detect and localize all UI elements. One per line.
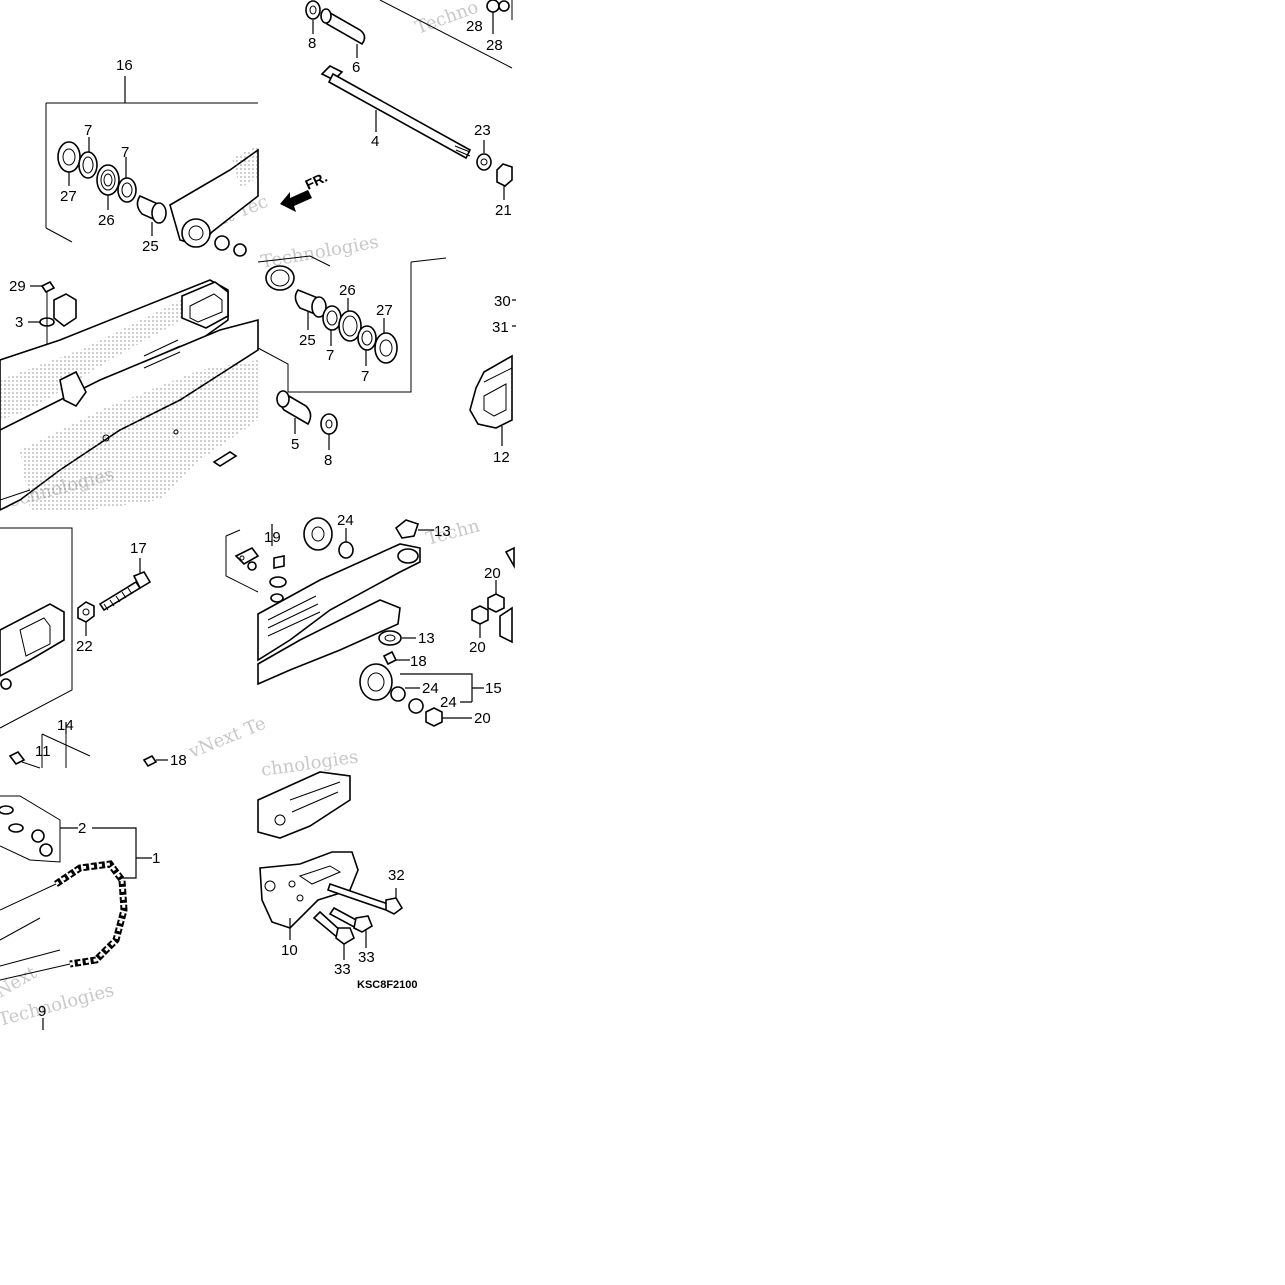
callout-8: 8: [324, 452, 332, 469]
front-direction-label: FR.: [303, 169, 330, 193]
callout-14: 14: [57, 717, 74, 734]
bolt-17: [98, 580, 142, 612]
thrust-washer-7b: [117, 177, 137, 203]
bolt-11: [8, 750, 26, 766]
callout-22: 22: [76, 638, 93, 655]
bolt-29: [40, 280, 56, 294]
nut-20b: [471, 605, 489, 625]
callout-20: 20: [484, 565, 501, 582]
chain-link-pin: [0, 805, 14, 815]
bolt-28: [486, 0, 500, 13]
washer-23: [476, 153, 492, 171]
nut-21: [496, 163, 513, 187]
callout-26: 26: [98, 212, 115, 229]
dust-seal-27b: [374, 332, 398, 364]
callout-12: 12: [493, 449, 510, 466]
panel-drive-chain: [0, 795, 152, 1030]
collar-13: [394, 519, 420, 539]
thrust-washer-7: [78, 151, 98, 179]
callout-1: 1: [152, 850, 160, 867]
callout-31: 31: [492, 319, 509, 336]
callout-19: 19: [264, 529, 281, 546]
callout-18: 18: [410, 653, 427, 670]
nut-20c: [425, 707, 443, 727]
callout-33: 33: [334, 961, 351, 978]
nut-20a: [487, 593, 505, 613]
callout-7: 7: [121, 144, 129, 161]
bearing-26b: [338, 310, 362, 342]
callout-27: 27: [376, 302, 393, 319]
chain-guide-10: [259, 851, 359, 929]
callout-13: 13: [434, 523, 451, 540]
callout-24: 24: [440, 694, 457, 711]
callout-23: 23: [474, 122, 491, 139]
panel-rear-bearings: [257, 255, 447, 450]
callout-3: 3: [15, 314, 23, 331]
callout-5: 5: [291, 436, 299, 453]
callout-7: 7: [326, 347, 334, 364]
callout-13: 13: [418, 630, 435, 647]
callout-29: 29: [9, 278, 26, 295]
callout-18: 18: [170, 752, 187, 769]
front-arrow-icon: [280, 190, 312, 212]
callout-7: 7: [84, 122, 92, 139]
callout-27: 27: [60, 188, 77, 205]
panel-top-center: FR.: [280, 0, 513, 212]
callout-15: 15: [485, 680, 502, 697]
collar-13b: [378, 630, 402, 646]
screw-18: [382, 650, 398, 666]
watermark: Next: [0, 962, 41, 1002]
callout-9: 9: [38, 1003, 46, 1020]
callouts: 8 6 28 28 16 7 7 4 23 27 26 25 21 29 3 2…: [9, 18, 512, 1020]
nut-22: [77, 601, 95, 623]
callout-20: 20: [474, 710, 491, 727]
callout-8: 8: [308, 35, 316, 52]
callout-28: 28: [466, 18, 483, 35]
callout-6: 6: [352, 59, 360, 76]
callout-2: 2: [78, 820, 86, 837]
panel-swingarm: [0, 279, 259, 511]
callout-11: 11: [35, 743, 51, 760]
callout-32: 32: [388, 867, 405, 884]
callout-33: 33: [358, 949, 375, 966]
callout-21: 21: [495, 202, 512, 219]
callout-24: 24: [337, 512, 354, 529]
panel-top-left: [45, 76, 259, 257]
callout-25: 25: [142, 238, 159, 255]
screw-18b: [142, 754, 158, 768]
callout-7: 7: [361, 368, 369, 385]
thrust-washer-7d: [357, 325, 377, 351]
callout-25: 25: [299, 332, 316, 349]
chain-guide: [0, 603, 65, 677]
roller-24: [303, 517, 333, 551]
watermark: Techn: [424, 515, 482, 550]
bolt-32: [326, 882, 390, 912]
washer-8: [305, 0, 321, 20]
drive-chain: [54, 860, 128, 968]
link-19: [234, 546, 260, 565]
panel-chain-guide: [257, 771, 404, 960]
washer-8b: [320, 413, 338, 435]
callout-26: 26: [339, 282, 356, 299]
panel-slider: [469, 299, 516, 446]
panel-lower-left: [0, 527, 168, 769]
callout-10: 10: [281, 942, 298, 959]
panel-lower-center: [225, 517, 515, 727]
callout-30: 30: [494, 293, 511, 310]
dust-seal-27: [57, 141, 81, 173]
callout-28: 28: [486, 37, 503, 54]
callout-24: 24: [422, 680, 439, 697]
callout-17: 17: [130, 540, 147, 557]
watermark: vNext Te: [185, 713, 269, 763]
callout-4: 4: [371, 133, 379, 150]
roller-15: [359, 663, 393, 701]
callout-16: 16: [116, 57, 133, 74]
callout-20: 20: [469, 639, 486, 656]
diagram-code: KSC8F2100: [357, 979, 418, 991]
